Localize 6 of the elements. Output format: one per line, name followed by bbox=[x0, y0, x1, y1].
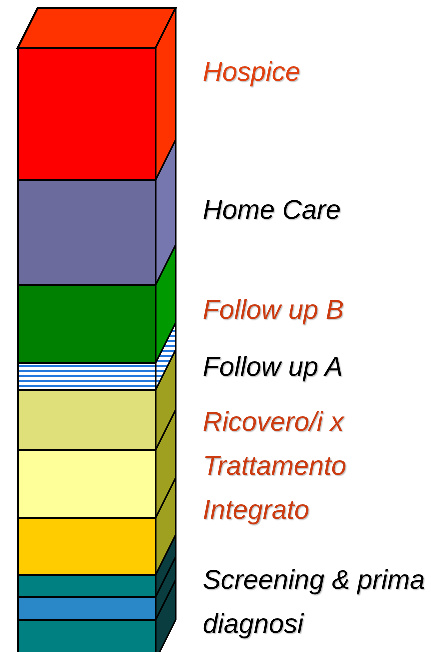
stage-label: Ricovero/i x Trattamento Integrato bbox=[203, 406, 348, 527]
stage-label: Screening & prima diagnosi bbox=[203, 564, 426, 641]
stage-label: Home Care bbox=[203, 194, 342, 227]
stage-label: Follow up B bbox=[203, 294, 346, 327]
stage-label: Follow up A bbox=[203, 351, 344, 384]
stage-label: Hospice bbox=[203, 56, 302, 89]
